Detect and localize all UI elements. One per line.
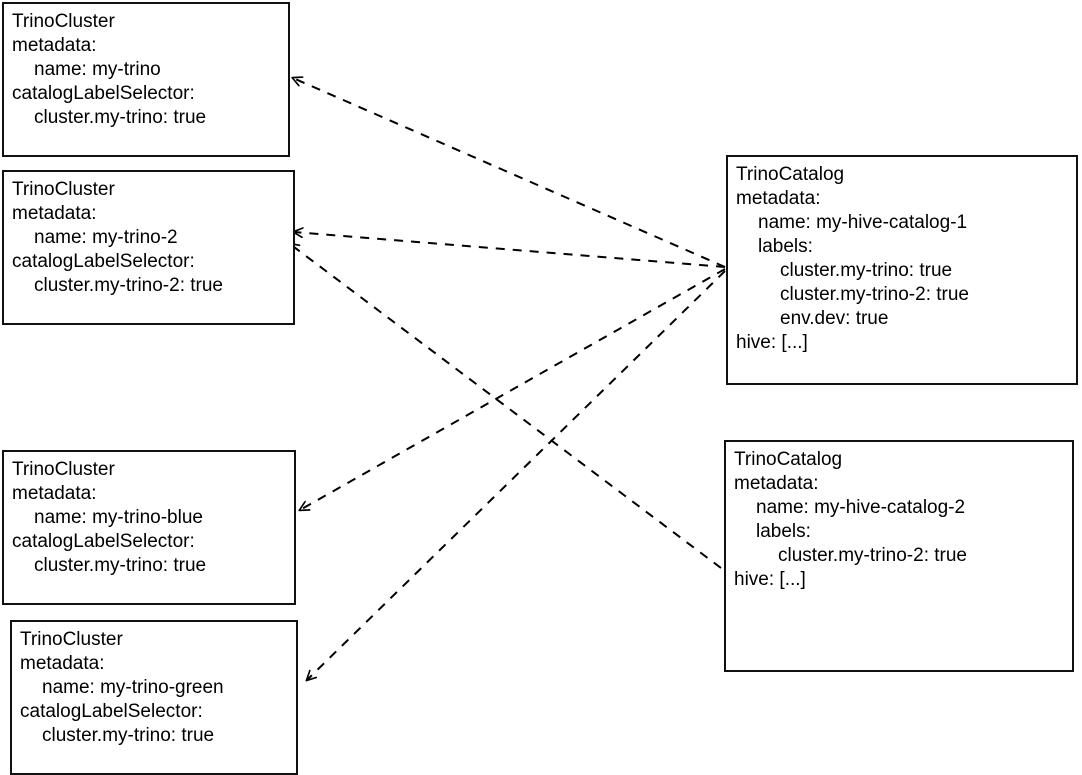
node-body: TrinoCluster metadata: name: my-trino catal… bbox=[4, 10, 288, 130]
yaml-line: catalogLabelSelector: bbox=[12, 251, 195, 272]
edge-catalog1-to-my-trino-green bbox=[307, 270, 726, 680]
yaml-line: metadata: bbox=[734, 473, 819, 494]
edge-paths bbox=[290, 78, 726, 680]
yaml-line: cluster.my-trino: true bbox=[34, 555, 207, 576]
yaml-line: cluster.my-trino: true bbox=[34, 107, 207, 128]
yaml-line: env.dev: true bbox=[780, 308, 889, 329]
yaml-line: name: my-trino bbox=[34, 59, 161, 80]
node-body: TrinoCatalog metadata: name: my-hive-catal… bbox=[726, 448, 1072, 592]
yaml-line: cluster.my-trino: true bbox=[780, 260, 953, 281]
yaml-line: TrinoCluster bbox=[12, 11, 115, 32]
yaml-line: metadata: bbox=[12, 203, 97, 224]
node-body: TrinoCatalog metadata: name: my-hive-catal… bbox=[728, 163, 1076, 355]
yaml-line: catalogLabelSelector: bbox=[12, 531, 195, 552]
yaml-line: name: my-trino-2 bbox=[34, 227, 178, 248]
yaml-line: metadata: bbox=[20, 653, 105, 674]
yaml-line: cluster.my-trino: true bbox=[42, 725, 215, 746]
node-trinocatalog-my-hive-catalog-1[interactable]: TrinoCatalog metadata: name: my-hive-catal… bbox=[726, 155, 1078, 385]
yaml-line: labels: bbox=[758, 236, 813, 257]
yaml-line: metadata: bbox=[12, 483, 97, 504]
yaml-line: name: my-trino-green bbox=[42, 677, 224, 698]
yaml-line: TrinoCluster bbox=[12, 459, 115, 480]
yaml-line: cluster.my-trino-2: true bbox=[778, 545, 967, 566]
edge-catalog1-to-my-trino-2 bbox=[294, 232, 726, 268]
yaml-line: cluster.my-trino-2: true bbox=[34, 275, 223, 296]
yaml-line: catalogLabelSelector: bbox=[12, 83, 195, 104]
node-trinocluster-my-trino-green[interactable]: TrinoCluster metadata: name: my-trino-gree… bbox=[10, 620, 298, 775]
yaml-line: labels: bbox=[756, 521, 811, 542]
node-trinocluster-my-trino[interactable]: TrinoCluster metadata: name: my-trino catal… bbox=[2, 2, 290, 157]
node-trinocatalog-my-hive-catalog-2[interactable]: TrinoCatalog metadata: name: my-hive-catal… bbox=[724, 440, 1074, 672]
yaml-line: name: my-hive-catalog-1 bbox=[758, 212, 968, 233]
node-body: TrinoCluster metadata: name: my-trino-gree… bbox=[12, 628, 296, 748]
yaml-line: hive: [...] bbox=[734, 569, 806, 590]
yaml-line: TrinoCluster bbox=[20, 629, 123, 650]
yaml-line: cluster.my-trino-2: true bbox=[780, 284, 969, 305]
yaml-line: TrinoCluster bbox=[12, 179, 115, 200]
yaml-line: TrinoCatalog bbox=[736, 164, 845, 185]
edge-catalog1-to-my-trino bbox=[293, 78, 726, 268]
node-body: TrinoCluster metadata: name: my-trino-2 cat… bbox=[4, 178, 293, 298]
yaml-line: TrinoCatalog bbox=[734, 449, 843, 470]
edge-catalog2-to-my-trino-2 bbox=[290, 244, 722, 569]
yaml-line: metadata: bbox=[736, 188, 821, 209]
node-body: TrinoCluster metadata: name: my-trino-blue… bbox=[4, 458, 294, 578]
node-trinocluster-my-trino-blue[interactable]: TrinoCluster metadata: name: my-trino-blue… bbox=[2, 450, 296, 605]
edge-catalog1-to-my-trino-blue bbox=[300, 268, 726, 510]
yaml-line: name: my-hive-catalog-2 bbox=[756, 497, 966, 518]
yaml-line: metadata: bbox=[12, 35, 97, 56]
yaml-line: name: my-trino-blue bbox=[34, 507, 203, 528]
node-trinocluster-my-trino-2[interactable]: TrinoCluster metadata: name: my-trino-2 cat… bbox=[2, 170, 295, 325]
yaml-line: hive: [...] bbox=[736, 332, 808, 353]
yaml-line: catalogLabelSelector: bbox=[20, 701, 203, 722]
